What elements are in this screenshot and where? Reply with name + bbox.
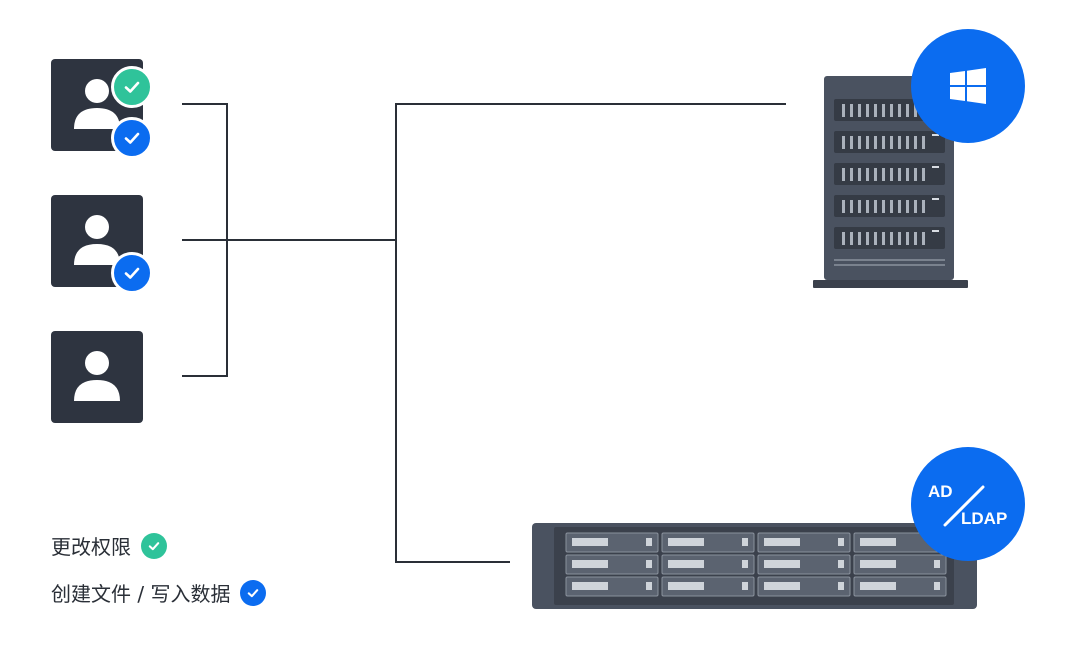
windows-logo-icon bbox=[950, 68, 986, 104]
drive-label bbox=[572, 582, 608, 590]
drive-label bbox=[668, 582, 704, 590]
legend-write-label: 创建文件 / 写入数据 bbox=[51, 582, 231, 606]
drive-label bbox=[764, 560, 800, 568]
drive-led bbox=[646, 582, 652, 590]
drive-label bbox=[668, 538, 704, 546]
drive-bay bbox=[661, 576, 755, 597]
drive-bay bbox=[757, 576, 851, 597]
drive-bay bbox=[661, 554, 755, 575]
drive-label bbox=[764, 538, 800, 546]
drive-led bbox=[838, 582, 844, 590]
drive-label bbox=[668, 560, 704, 568]
tower-server-icon bbox=[813, 76, 968, 288]
drive-led bbox=[934, 582, 940, 590]
drive-label bbox=[860, 582, 896, 590]
windows-badge bbox=[911, 29, 1025, 143]
drive-led bbox=[646, 560, 652, 568]
write-check-icon bbox=[111, 252, 153, 294]
drive-led bbox=[742, 560, 748, 568]
user-icon bbox=[74, 79, 120, 129]
user-icon bbox=[74, 215, 120, 265]
ad-ldap-badge: AD LDAP bbox=[911, 447, 1025, 561]
drive-bay bbox=[565, 532, 659, 553]
drive-label bbox=[572, 560, 608, 568]
legend-write: 创建文件 / 写入数据 bbox=[51, 578, 267, 607]
write-check-icon bbox=[111, 117, 153, 159]
drive-label bbox=[860, 538, 896, 546]
drive-led bbox=[742, 582, 748, 590]
legend-permission-label: 更改权限 bbox=[51, 535, 131, 559]
drive-led bbox=[742, 538, 748, 546]
drive-bay bbox=[757, 532, 851, 553]
user-icon bbox=[74, 351, 120, 401]
drive-led bbox=[838, 538, 844, 546]
rack-nas-icon bbox=[532, 523, 977, 609]
permission-check-icon bbox=[141, 532, 167, 559]
user-card-3 bbox=[51, 331, 143, 423]
drive-led bbox=[934, 560, 940, 568]
ad-label: AD bbox=[928, 482, 953, 501]
trunk-line bbox=[395, 103, 786, 563]
legend-permission: 更改权限 bbox=[51, 531, 167, 560]
drive-bay bbox=[853, 576, 947, 597]
ldap-label: LDAP bbox=[961, 509, 1008, 528]
drive-bay bbox=[565, 554, 659, 575]
drive-bay bbox=[661, 532, 755, 553]
drive-bay bbox=[565, 576, 659, 597]
drive-label bbox=[572, 538, 608, 546]
drive-label bbox=[860, 560, 896, 568]
write-check-icon bbox=[240, 579, 267, 606]
drive-led bbox=[838, 560, 844, 568]
slash-divider bbox=[943, 485, 985, 527]
drive-bay bbox=[757, 554, 851, 575]
drive-led bbox=[646, 538, 652, 546]
drive-bay bbox=[853, 554, 947, 575]
permission-check-icon bbox=[111, 66, 153, 108]
drive-label bbox=[764, 582, 800, 590]
